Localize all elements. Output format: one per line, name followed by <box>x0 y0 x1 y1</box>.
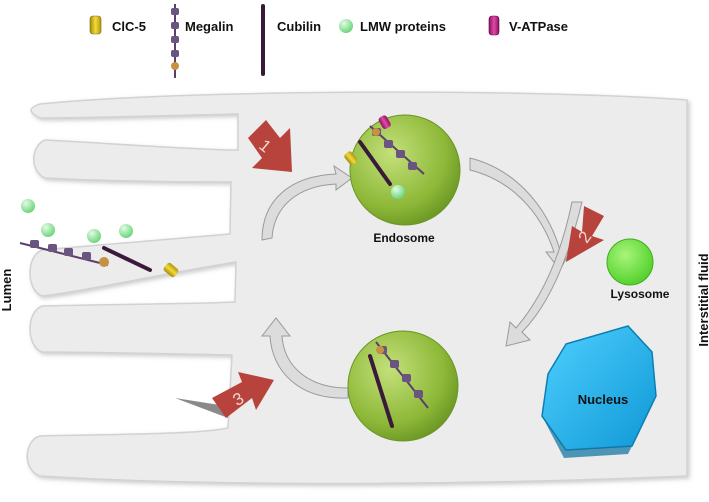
microvillus-shadow <box>175 398 228 418</box>
nucleus-label: Nucleus <box>578 392 629 407</box>
v-atpase-cylinder-icon <box>488 15 500 36</box>
lmw-protein <box>119 224 133 238</box>
legend-label-vatpase: V-ATPase <box>509 19 568 34</box>
lysosome-body <box>606 238 654 286</box>
megalin-receptor-icon <box>171 4 179 78</box>
step-arrow-2: 2 <box>566 206 604 262</box>
legend-item-megalin: Megalin <box>171 4 233 78</box>
step-arrow-3: 3 <box>212 372 274 418</box>
lmw-protein <box>391 185 405 199</box>
legend-item-vatpase: V-ATPase <box>488 15 568 36</box>
nucleus: Nucleus <box>541 325 657 458</box>
legend-label-clc5: ClC-5 <box>112 19 146 34</box>
recycling-arrows <box>260 157 583 399</box>
endosome-lower <box>347 330 459 442</box>
lysosome-label: Lysosome <box>611 287 670 301</box>
legend-label-cubilin: Cubilin <box>277 19 321 34</box>
recycling-receptors <box>368 341 429 428</box>
legend-item-cubilin: Cubilin <box>261 4 321 76</box>
step-arrow-1: 1 <box>248 120 292 172</box>
legend-label-megalin: Megalin <box>185 19 233 34</box>
endosome-receptors <box>344 115 425 199</box>
lmw-protein <box>87 229 101 243</box>
endosome-upper: Endosome <box>344 114 461 245</box>
lmw-protein-sphere-icon <box>339 19 353 33</box>
lysosome: Lysosome <box>606 238 670 301</box>
legend-item-lmw: LMW proteins <box>339 19 446 34</box>
clc5-cylinder-icon <box>89 15 102 35</box>
endosome-label: Endosome <box>373 231 435 245</box>
endosome-vesicle <box>349 114 461 226</box>
lumen-lmw-proteins <box>21 199 133 243</box>
legend-label-lmw: LMW proteins <box>360 19 446 34</box>
interstitial-fluid-label: Interstitial fluid <box>696 253 709 346</box>
cycle-arrow-to-lower <box>505 201 583 347</box>
lumen-receptor-complex <box>19 240 179 278</box>
legend: ClC-5 Megalin Cubilin LMW proteins V-ATP… <box>89 4 568 78</box>
lumen-label: Lumen <box>0 269 14 312</box>
lmw-protein <box>21 199 35 213</box>
recycling-vesicle <box>347 330 459 442</box>
cycle-arrow-lower <box>260 317 349 399</box>
lmw-protein <box>41 223 55 237</box>
legend-item-clc5: ClC-5 <box>89 15 146 35</box>
